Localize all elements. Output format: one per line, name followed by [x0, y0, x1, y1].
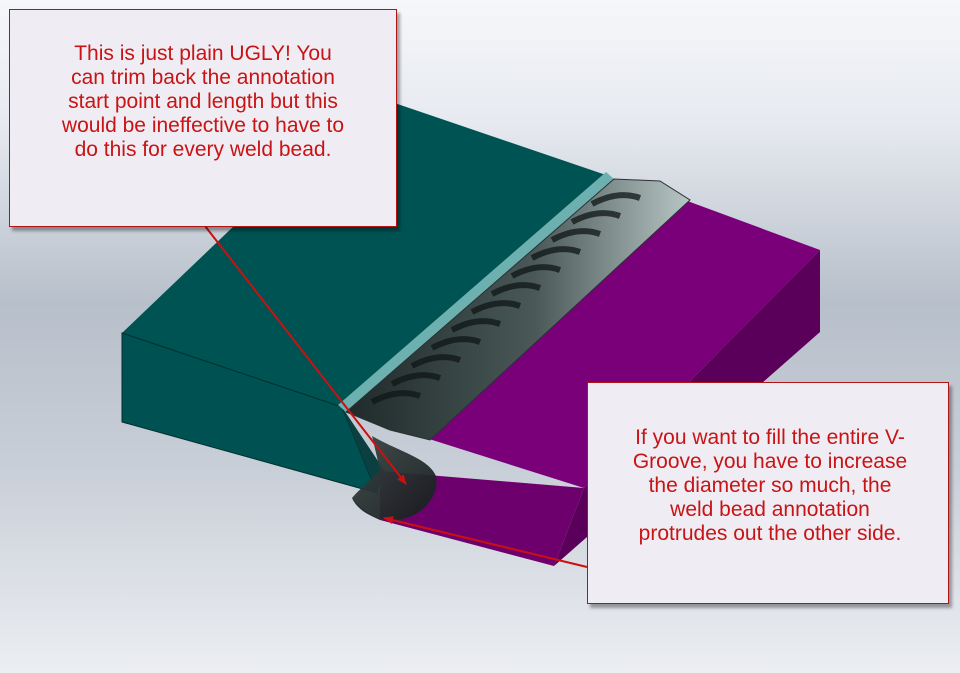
groove-bevel-strip: [338, 172, 614, 412]
callout-v-groove-note[interactable]: If you want to fill the entire V- Groove…: [587, 382, 949, 604]
weld-bead-protrusion: [352, 498, 404, 522]
callout-top-text: This is just plain UGLY! You can trim ba…: [61, 42, 345, 161]
top-callout-leader-arrow-icon: [204, 225, 407, 485]
weld-bead-end-section: [352, 436, 437, 521]
left-plate-bevel-face: [342, 407, 384, 493]
callout-ugly-annotation-note[interactable]: This is just plain UGLY! You can trim ba…: [9, 9, 397, 227]
callout-bottom-text: If you want to fill the entire V- Groove…: [632, 426, 908, 545]
weld-bead-ripples: [370, 192, 642, 405]
bottom-callout-leader-arrow-icon: [383, 516, 588, 568]
right-plate-top-face: [426, 199, 820, 488]
left-plate-top-face: [122, 95, 606, 407]
